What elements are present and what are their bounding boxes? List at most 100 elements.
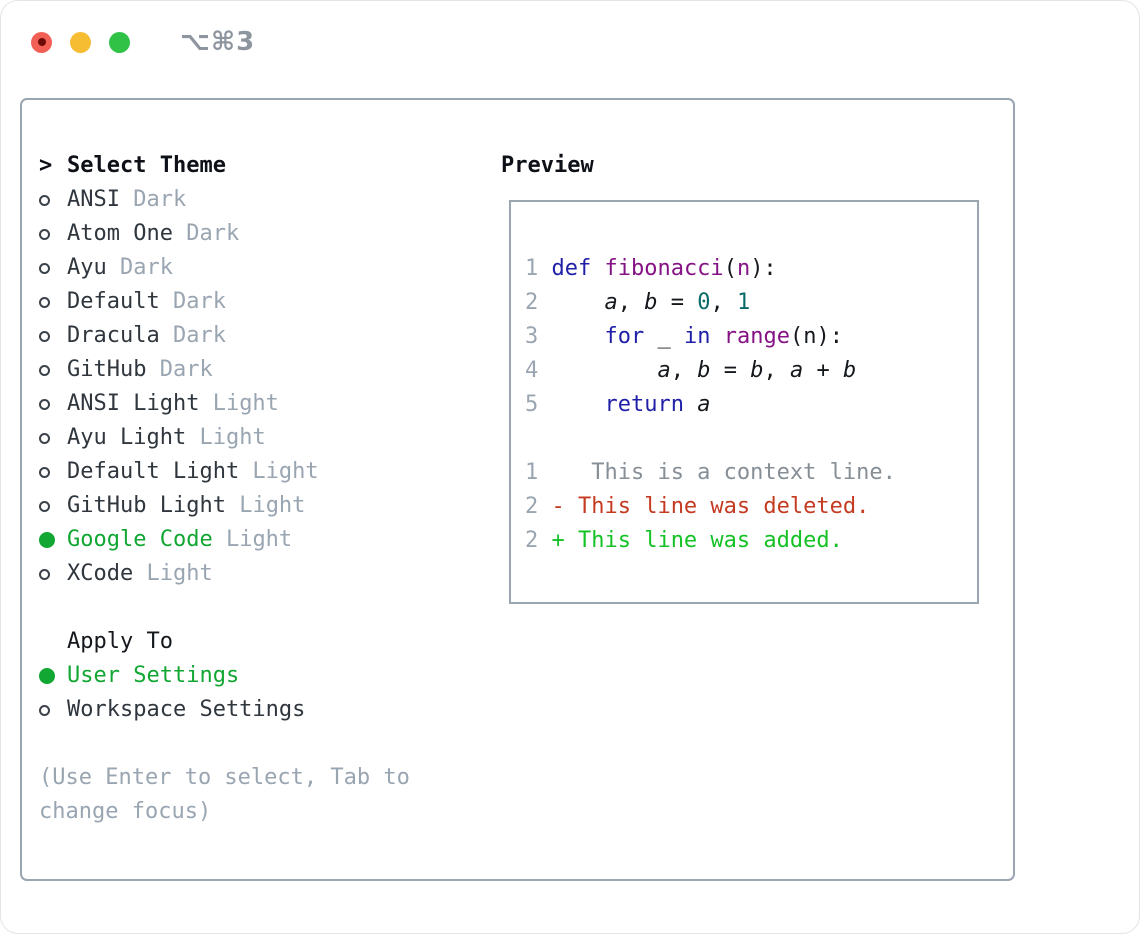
code-token [551, 290, 604, 315]
code-token: fibonacci [604, 256, 724, 281]
radio-unselected-icon [39, 500, 67, 512]
theme-option-variant: Light [199, 391, 279, 416]
code-token: (n): [789, 324, 843, 349]
window-titlebar: ⌥⌘3 [31, 27, 255, 57]
preview-line: 4 a, b = b, a + b [525, 354, 967, 388]
theme-option-ayu-dark[interactable]: Ayu Dark [39, 251, 479, 285]
line-number: 3 [525, 324, 539, 349]
zoom-button[interactable] [109, 31, 130, 53]
code-token: , [710, 290, 737, 315]
select-theme-header: > Select Theme [39, 149, 479, 183]
close-button[interactable] [31, 31, 52, 53]
code-token: ): [750, 256, 777, 281]
theme-option-name: Default Light [67, 459, 240, 484]
theme-option-github-light-light[interactable]: GitHub Light Light [39, 489, 479, 523]
apply-option-user-settings[interactable]: User Settings [39, 659, 479, 693]
radio-unselected-icon [39, 398, 67, 410]
theme-option-name: ANSI Light [67, 391, 200, 416]
theme-option-name: Default [67, 289, 160, 314]
theme-option-name: Google Code [67, 527, 213, 552]
code-token: b [842, 358, 857, 383]
theme-option-name: XCode [67, 561, 134, 586]
preview-line: 2 - This line was deleted. [525, 490, 967, 524]
theme-option-variant: Dark [106, 255, 173, 280]
window-shortcut-label: ⌥⌘3 [180, 27, 256, 57]
code-token: ( [723, 256, 737, 281]
theme-option-variant: Light [133, 561, 213, 586]
theme-option-variant: Dark [159, 323, 226, 348]
code-token: , [763, 358, 790, 383]
code-token: for [604, 324, 645, 349]
line-number: 2 [525, 290, 539, 315]
code-token: a [604, 290, 618, 315]
code-token: a [789, 358, 804, 383]
radio-unselected-icon [39, 262, 67, 274]
preview-line: 1 This is a context line. [525, 456, 967, 490]
theme-option-name: Ayu [67, 255, 107, 280]
radio-selected-icon [39, 532, 67, 548]
theme-option-default-light-light[interactable]: Default Light Light [39, 455, 479, 489]
apply-option-name: User Settings [67, 663, 240, 688]
radio-unselected-icon [39, 364, 67, 376]
apply-to-title: Apply To [67, 629, 173, 654]
theme-option-variant: Light [186, 425, 266, 450]
theme-option-ayu-light-light[interactable]: Ayu Light Light [39, 421, 479, 455]
theme-option-google-code-light[interactable]: Google Code Light [39, 523, 479, 557]
code-token: b [644, 290, 658, 315]
code-token [551, 358, 657, 383]
line-number: 5 [525, 392, 539, 417]
apply-option-workspace-settings[interactable]: Workspace Settings [39, 693, 479, 727]
code-token: 1 [736, 290, 751, 315]
preview-line: 2 + This line was added. [525, 524, 967, 558]
theme-option-ansi-light-light[interactable]: ANSI Light Light [39, 387, 479, 421]
line-number: 2 [525, 528, 539, 553]
preview-line: 5 return a [525, 388, 967, 422]
code-token: 0 [697, 290, 711, 315]
theme-option-name: Atom One [67, 221, 173, 246]
keyboard-hint: (Use Enter to select, Tab to change focu… [39, 765, 410, 824]
theme-option-variant: Light [225, 493, 306, 518]
code-token: - This line was deleted. [551, 494, 870, 519]
theme-option-name: ANSI [67, 187, 120, 212]
minimize-button[interactable] [70, 31, 91, 53]
apply-option-name: Workspace Settings [67, 697, 306, 722]
code-token [710, 324, 723, 349]
code-token: a [697, 392, 711, 417]
code-token: in [683, 324, 711, 349]
code-token: b [697, 358, 711, 383]
theme-option-variant: Light [212, 527, 293, 552]
preview-title: Preview [501, 153, 594, 178]
theme-option-xcode-light[interactable]: XCode Light [39, 557, 479, 591]
code-token: , [670, 358, 698, 383]
radio-unselected-icon [39, 228, 67, 240]
radio-unselected-icon [39, 704, 67, 716]
code-token: , [617, 290, 645, 315]
theme-option-name: Dracula [67, 323, 160, 348]
theme-option-github-dark[interactable]: GitHub Dark [39, 353, 479, 387]
theme-option-name: GitHub [67, 357, 147, 382]
theme-option-atom-one-dark[interactable]: Atom One Dark [39, 217, 479, 251]
theme-option-variant: Dark [119, 187, 187, 212]
theme-option-name: Ayu Light [67, 425, 187, 450]
line-number: 2 [525, 494, 539, 519]
theme-option-dracula-dark[interactable]: Dracula Dark [39, 319, 479, 353]
code-token [551, 324, 604, 349]
preview-line: 2 a, b = 0, 1 [525, 286, 967, 320]
theme-option-default-dark[interactable]: Default Dark [39, 285, 479, 319]
radio-unselected-icon [39, 466, 67, 478]
radio-unselected-icon [39, 296, 67, 308]
select-theme-title: Select Theme [67, 153, 226, 178]
code-token: b [750, 358, 764, 383]
radio-unselected-icon [39, 194, 67, 206]
theme-option-ansi-dark[interactable]: ANSI Dark [39, 183, 479, 217]
code-token: range [723, 324, 790, 349]
code-token: + This line was added. [551, 528, 843, 553]
focus-arrow-icon: > [39, 153, 53, 178]
code-token: = [710, 358, 751, 383]
